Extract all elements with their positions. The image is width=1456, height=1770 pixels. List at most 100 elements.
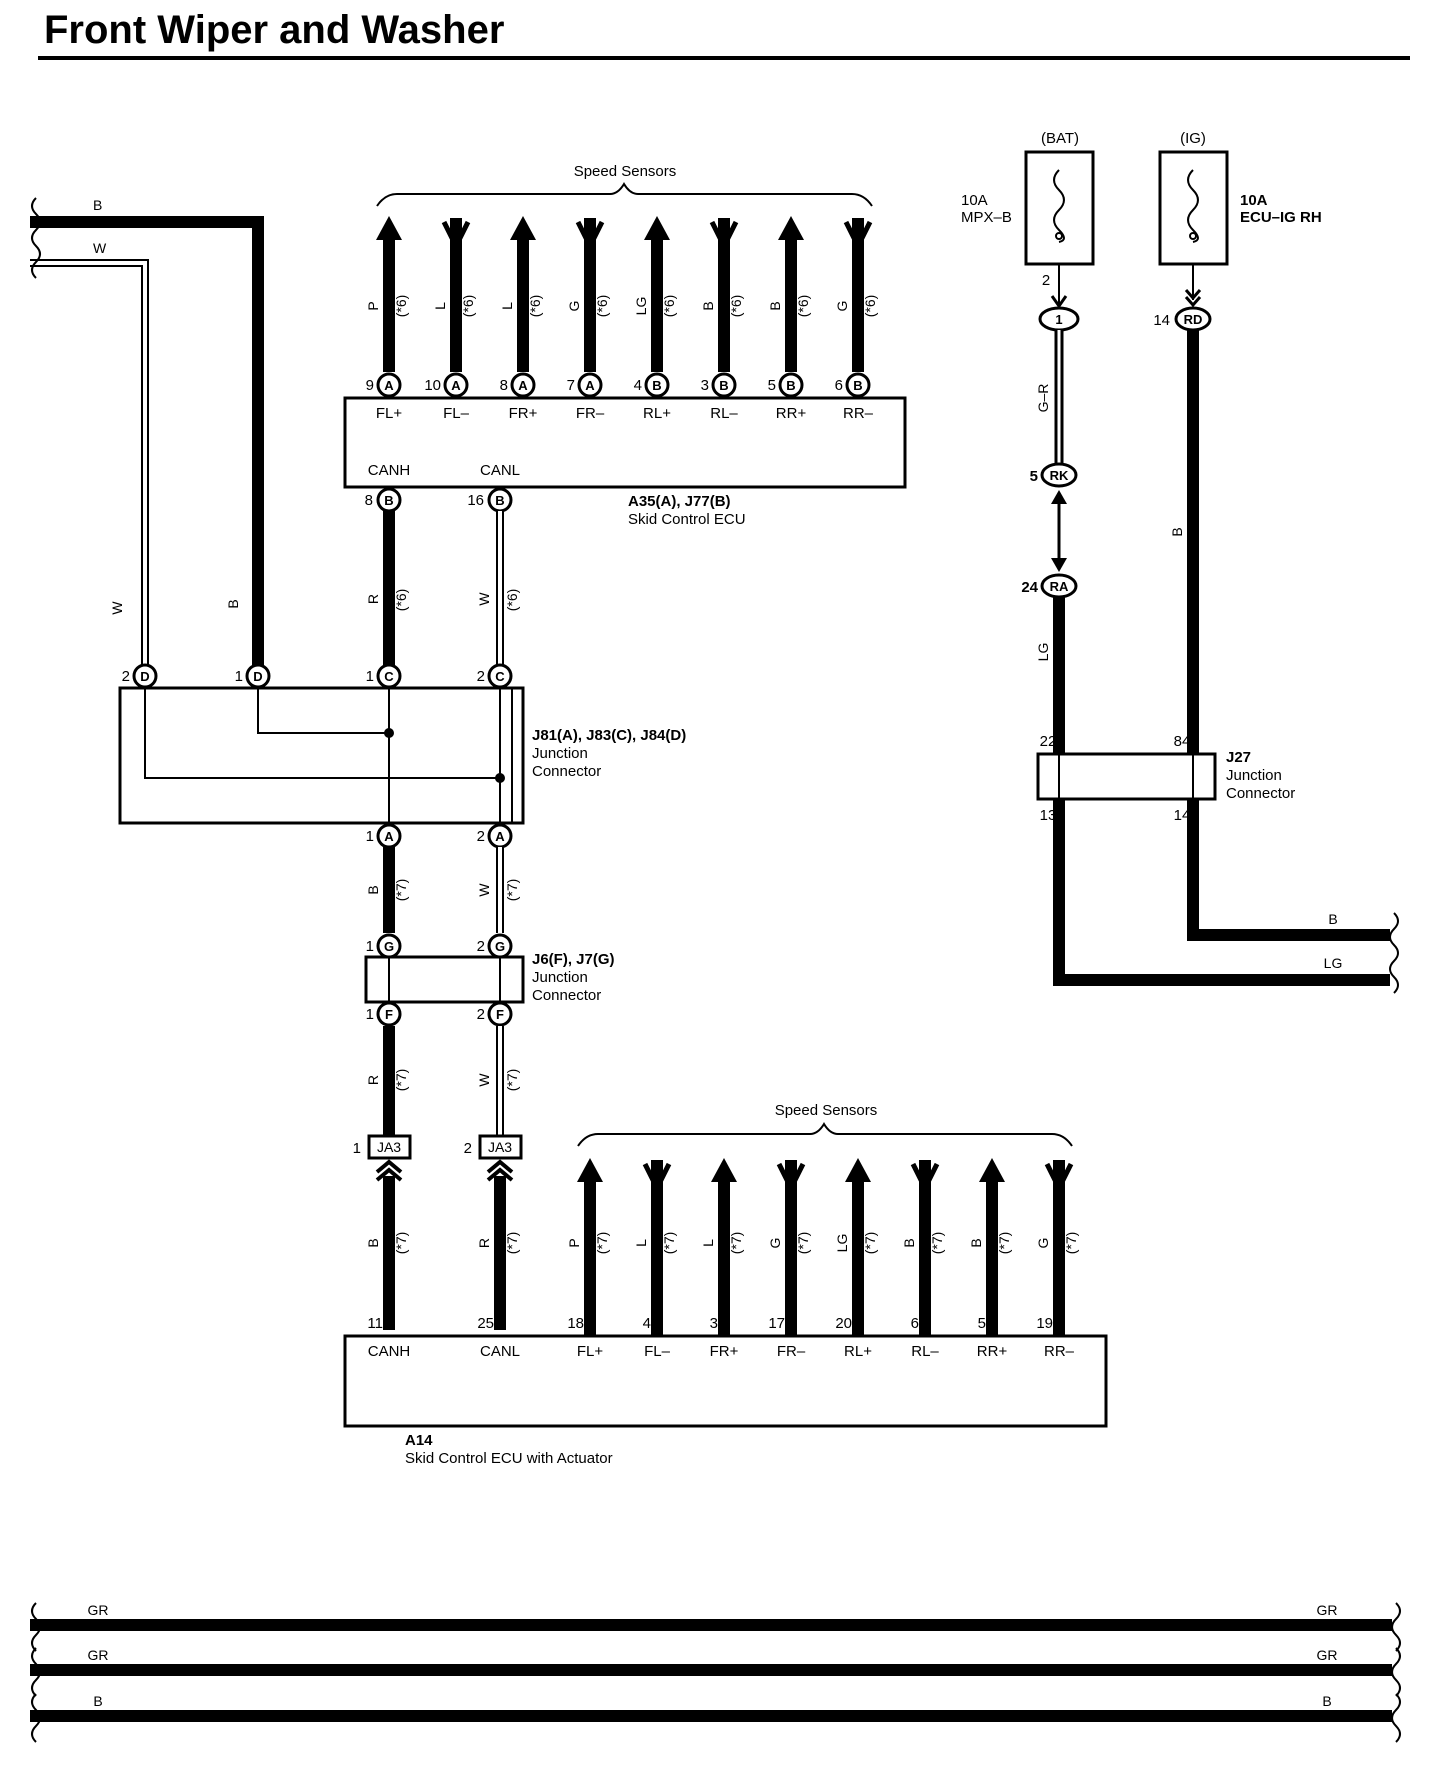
wire-note: (*6) <box>728 295 744 318</box>
wire-color-label: P <box>566 1238 582 1247</box>
pin-connector: C1 <box>366 663 402 689</box>
ja3-connector-1: JA3 1 <box>353 1134 412 1160</box>
sensor-wire-7 <box>778 216 804 372</box>
wire-out-lg <box>1053 799 1390 986</box>
pin-number: 6 <box>835 377 843 394</box>
wire-color-label: L <box>499 302 515 310</box>
title-rule <box>38 56 1410 60</box>
wire-color-label: L <box>432 302 448 310</box>
junction-connector-j27-box <box>1036 752 1217 801</box>
canh-top-pin: B 8 <box>365 487 402 513</box>
pin-number: 10 <box>424 377 441 394</box>
sensor-wire-bottom-5 <box>845 1158 871 1336</box>
left-wire-w <box>30 259 149 676</box>
pin-number: 3 <box>701 377 709 394</box>
chevron-icon <box>486 1159 514 1182</box>
svg-text:24: 24 <box>1021 579 1038 596</box>
pin-number: 2 <box>122 668 130 685</box>
j27-pin-14: 14 <box>1174 807 1191 824</box>
bottom-canl-num: 25 <box>477 1315 494 1332</box>
pin-number: 1 <box>366 668 374 685</box>
svg-text:1: 1 <box>1055 312 1062 327</box>
sensor-wire-bottom-8 <box>1044 1160 1074 1336</box>
junction-dot <box>384 728 394 738</box>
connector-code: F <box>496 1007 504 1022</box>
top-ecu-name-2: Skid Control ECU <box>628 511 746 528</box>
connector-code: A <box>495 829 505 844</box>
svg-text:RA: RA <box>1050 579 1069 594</box>
pin-connector: B5 <box>768 372 804 398</box>
out-lg-label: LG <box>1324 955 1343 971</box>
wire-out-b <box>1187 799 1390 941</box>
pin-label: RL+ <box>643 405 671 422</box>
sensor-wire-2 <box>441 218 471 372</box>
sensor-wire-bottom-7 <box>979 1158 1005 1336</box>
pin-label: FR+ <box>509 405 538 422</box>
connector-code: G <box>495 939 505 954</box>
canh-wire-note: (*6) <box>393 589 409 612</box>
left-v-w-label: W <box>109 601 125 615</box>
pin-number: 20 <box>835 1315 852 1332</box>
wire-note: (*7) <box>795 1232 811 1255</box>
svg-text:5: 5 <box>1030 468 1038 485</box>
connector-code: G <box>384 939 394 954</box>
wire-note: (*7) <box>862 1232 878 1255</box>
canl-top-label: CANL <box>480 462 520 479</box>
pin-number: 4 <box>634 377 642 394</box>
wire-note: (*7) <box>594 1232 610 1255</box>
sensor-wire-4 <box>575 218 605 372</box>
pin-label: RL– <box>710 405 738 422</box>
pin-label: RR– <box>1044 1343 1075 1360</box>
pin-label: RL– <box>911 1343 939 1360</box>
out-b-label: B <box>1328 911 1337 927</box>
pin-label: RL+ <box>844 1343 872 1360</box>
pin-connector: G2 <box>477 933 513 959</box>
wire-note: (*7) <box>504 1069 520 1092</box>
pin-label: RR+ <box>977 1343 1008 1360</box>
j27-pin-22: 22 <box>1040 733 1057 750</box>
j81-name-3: Connector <box>532 763 601 780</box>
wire-label: B <box>365 1238 381 1247</box>
bus-label-right: GR <box>1317 1602 1338 1618</box>
top-ecu-name-1: A35(A), J77(B) <box>628 493 731 510</box>
skid-control-ecu-actuator-box <box>343 1334 1108 1428</box>
connector-code: D <box>140 669 149 684</box>
svg-text:16: 16 <box>467 492 484 509</box>
bat-pin-num: 2 <box>1042 272 1050 289</box>
pin-number: 4 <box>643 1315 651 1332</box>
j6-name-3: Connector <box>532 987 601 1004</box>
pin-connector: B3 <box>701 372 737 398</box>
top-ecu-pin-labels: FL+FL–FR+FR–RL+RL–RR+RR– <box>376 405 874 422</box>
fuse-bat-rating: 10A <box>961 192 988 209</box>
sensor-wire-bottom-4 <box>776 1160 806 1336</box>
fuse-ig-name: ECU–IG RH <box>1240 209 1322 226</box>
connector-code: B <box>719 378 728 393</box>
bottom-canh-label: CANH <box>368 1343 411 1360</box>
wire-label: R <box>365 1075 381 1085</box>
pin-number: 1 <box>235 668 243 685</box>
wire-note: (*6) <box>594 295 610 318</box>
svg-text:JA3: JA3 <box>488 1139 512 1155</box>
bottom-canh-num: 11 <box>367 1315 383 1332</box>
fuse-ig-rating: 10A <box>1240 192 1268 209</box>
svg-text:B: B <box>495 493 504 508</box>
wire-color-label: G <box>566 301 582 312</box>
pin-number: 3 <box>710 1315 718 1332</box>
break-mark-right <box>1389 912 1399 994</box>
wire-note: (*7) <box>1063 1232 1079 1255</box>
svg-text:B: B <box>384 493 393 508</box>
j27-pin-13: 13 <box>1040 807 1057 824</box>
connector-code: B <box>786 378 795 393</box>
break-mark-left-top <box>31 197 41 279</box>
wire-color-label: G <box>834 301 850 312</box>
wire-note: (*7) <box>929 1232 945 1255</box>
pin-connector: F2 <box>477 1001 513 1027</box>
pin-connector: A9 <box>366 372 402 398</box>
junction-connector-j6-box <box>364 955 525 1004</box>
fuse-icon <box>1053 169 1065 243</box>
canl-wire-label: W <box>476 592 492 606</box>
pin-connector: F1 <box>366 1001 402 1027</box>
bus-label-right: GR <box>1317 1647 1338 1663</box>
